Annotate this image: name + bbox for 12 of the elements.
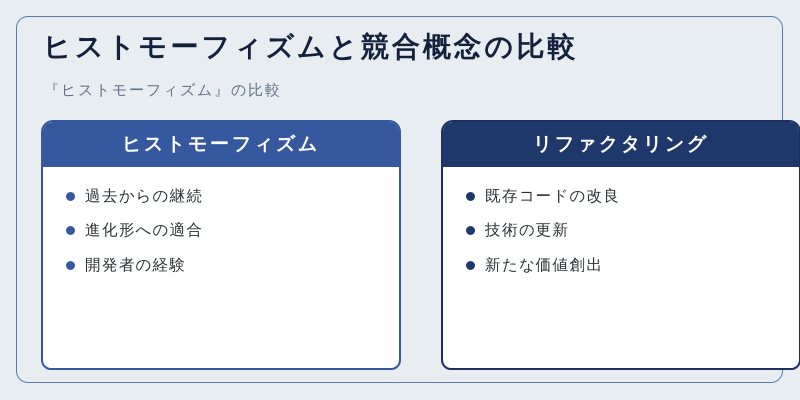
list-item: 新たな価値創出	[485, 254, 604, 276]
list-item: 技術の更新	[485, 220, 570, 242]
list-item: 過去からの継続	[85, 186, 204, 207]
card-header: リファクタリング	[443, 122, 799, 167]
card	[41, 120, 401, 370]
title: ヒストモーフィズムと競合概念の比較	[43, 29, 578, 65]
subtitle: 『ヒストモーフィズム』の比較	[44, 80, 282, 100]
list-item: 既存コードの改良	[485, 186, 620, 207]
list-item: 進化形への適合	[85, 220, 204, 242]
card	[441, 120, 800, 370]
list-item: 開発者の経験	[85, 254, 186, 276]
card-header: ヒストモーフィズム	[43, 122, 399, 167]
